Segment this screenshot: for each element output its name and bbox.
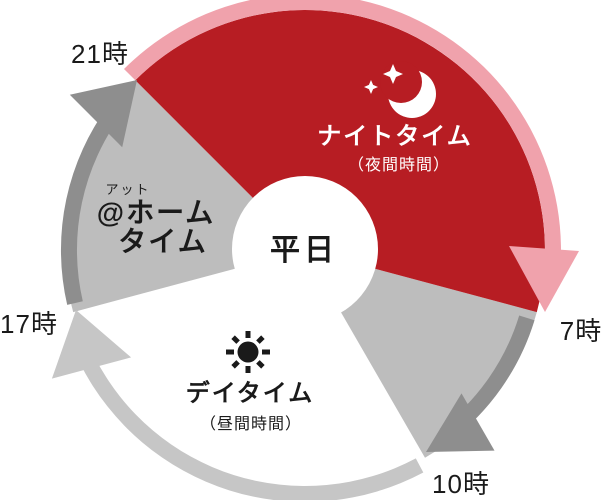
night-segment — [135, 10, 545, 313]
home-furigana: アット — [105, 182, 150, 197]
evening-arrow-head — [69, 80, 137, 148]
morning-arrow-head — [426, 393, 495, 452]
center-label: 平日 — [270, 234, 338, 267]
night-sublabel: （夜間時間） — [348, 156, 450, 174]
moon-stars-icon — [364, 61, 436, 118]
star-icon — [383, 64, 403, 84]
evening-arrow-body — [60, 103, 123, 305]
night-label: ナイトタイム — [317, 123, 473, 150]
hour-label-7: 7時 — [560, 316, 602, 346]
star-icon — [364, 80, 378, 94]
day-label: デイタイム — [186, 379, 315, 407]
center-circle — [232, 176, 378, 322]
sun-rays — [226, 331, 270, 373]
day-sublabel: （昼間時間） — [200, 415, 302, 433]
home-label-line2: タイム — [118, 226, 207, 257]
hour-label-17: 17時 — [0, 309, 58, 339]
hour-label-21: 21時 — [71, 39, 129, 69]
hour-label-10: 10時 — [432, 469, 490, 499]
night-arrow-head — [509, 246, 579, 312]
day-arrow-body — [80, 357, 424, 500]
home-label-line1: @ホーム — [97, 197, 215, 228]
sun-icon — [226, 331, 270, 373]
day-arrow-head — [51, 310, 132, 379]
